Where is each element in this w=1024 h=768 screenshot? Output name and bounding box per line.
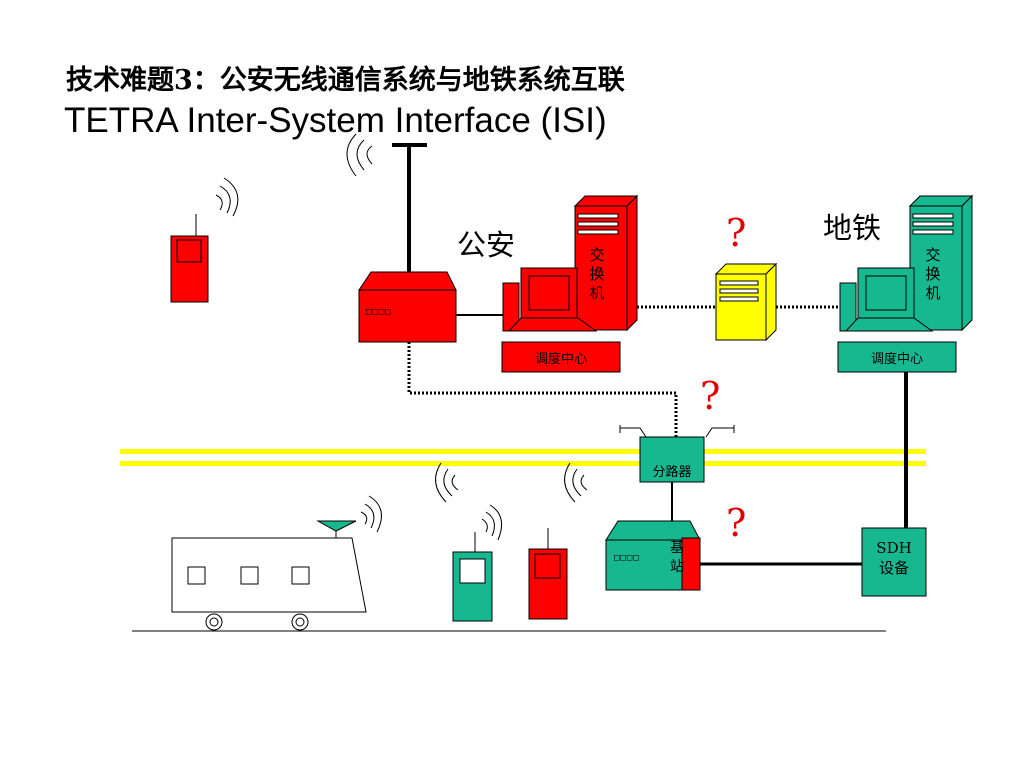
antenna-signal-icon [481,504,503,541]
wheel-icon [205,613,223,631]
antenna-signal-icon [215,177,239,217]
metro-dispatch-label: 调度中心 [870,352,923,367]
question-mark-base-station: ? [726,501,747,545]
antenna-signal-icon [360,495,382,533]
metro-switch-label: 交换机 [925,246,941,302]
police-dispatch-label: 调度中心 [534,352,587,367]
police-switch-label: 交换机 [589,246,605,302]
police-label: 公安 [457,228,516,262]
metro-label: 地铁 [823,211,882,245]
police-dispatch-box [501,341,621,373]
question-mark-gateway: ? [726,211,747,255]
antenna-signal-icon [435,462,459,503]
handheld-radio-icon [170,214,209,303]
wheel-icon [291,613,309,631]
monitor-icon [502,267,598,332]
title-chinese: 技术难题3：公安无线通信系统与地铁系统互联 [66,65,625,96]
sdh-label: SDH 设备 [862,538,926,578]
antenna-signal-icon [564,462,588,503]
monitor-icon [839,267,934,332]
handheld-radio-icon [528,528,568,620]
title-english: TETRA Inter-System Interface (ISI) [64,101,607,140]
police-base-station [358,271,457,343]
metro-dispatch-box [837,341,957,373]
police-server-tower [573,194,639,332]
police-mast-antenna [392,143,427,272]
base-station-label: 基站 [670,540,684,575]
sdh-box [861,527,927,597]
metro-server-tower [908,194,974,332]
gateway-server [714,262,778,342]
police-dotted-link [407,342,678,437]
sdh-label-line1: SDH [876,539,912,557]
question-mark-splitter: ? [700,374,721,418]
train-icon [171,520,367,613]
track-band [120,449,926,466]
sdh-label-line2: 设备 [878,559,909,577]
handheld-radio-icon [452,532,493,622]
splitter-label: 分路器 [652,465,692,480]
metro-bs-digits: □□□□ [614,553,640,563]
antenna-signal-icon [346,133,373,177]
police-bs-digits: □□□□ [366,307,392,317]
splitter-box [619,425,735,483]
